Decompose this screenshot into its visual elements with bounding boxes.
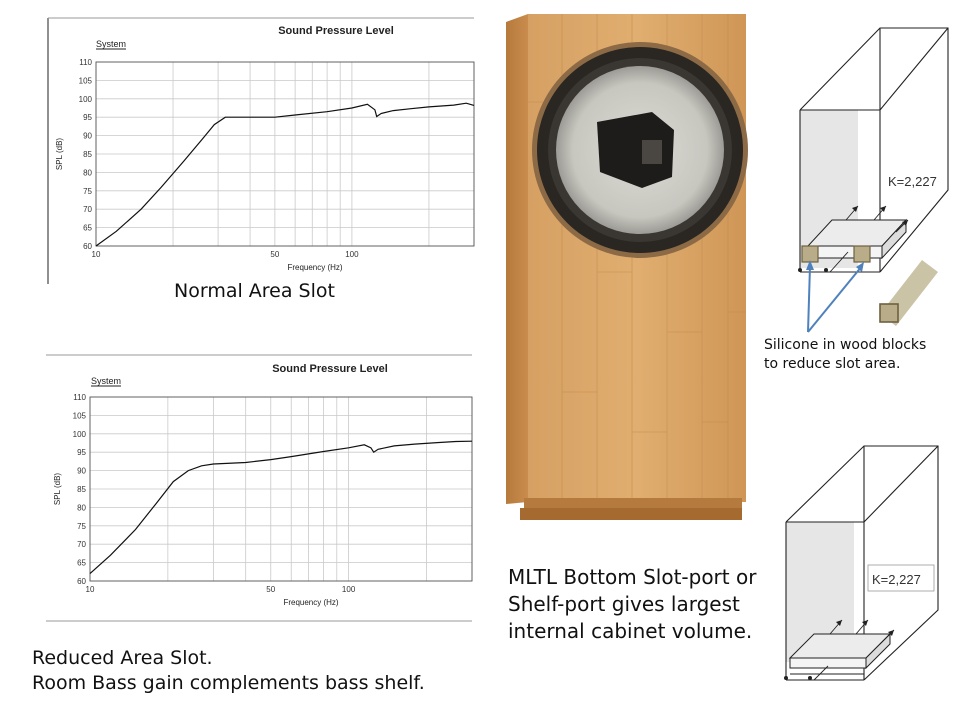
caption-normal-area-slot: Normal Area Slot <box>174 280 335 302</box>
caption-mltl-line-3: internal cabinet volume. <box>508 619 753 643</box>
slot-diagram-top-svg: K=2,227 <box>798 27 949 333</box>
y-tick-label: 65 <box>77 559 86 568</box>
slot-note-line-2: to reduce slot area. <box>764 356 901 372</box>
x-tick-label: 50 <box>270 250 279 259</box>
spl-chart-normal: Sound Pressure Level System 60 65 70 75 80 85… <box>46 14 476 286</box>
y-tick-label: 70 <box>83 205 92 214</box>
caption-reduced-area-slot: Reduced Area Slot. Room Bass gain comple… <box>32 646 425 696</box>
caption-mltl: MLTL Bottom Slot-port or Shelf-port give… <box>508 564 756 645</box>
chart-legend-label: System <box>91 376 121 386</box>
caption-mltl-line-1: MLTL Bottom Slot-port or <box>508 565 757 589</box>
k-value-label: K=2,227 <box>888 174 937 189</box>
y-tick-label: 65 <box>83 224 92 233</box>
x-axis-label: Frequency (Hz) <box>287 263 342 272</box>
x-tick-label: 100 <box>345 250 359 259</box>
y-tick-label: 75 <box>83 187 92 196</box>
plot-frame <box>95 61 475 247</box>
y-tick-label: 85 <box>77 485 86 494</box>
caption-mltl-line-2: Shelf-port gives largest <box>508 592 740 616</box>
speaker-cabinet-illustration <box>506 14 748 520</box>
x-tick-label: 10 <box>86 585 95 594</box>
y-tick-label: 70 <box>77 540 86 549</box>
caption-reduced-line-2: Room Bass gain complements bass shelf. <box>32 672 425 694</box>
slot-note: Silicone in wood blocks to reduce slot a… <box>764 336 926 374</box>
y-tick-label: 105 <box>73 411 87 420</box>
x-tick-label: 100 <box>342 585 356 594</box>
plot-frame <box>89 396 473 582</box>
spl-curve <box>89 440 473 575</box>
spl-chart-reduced: Sound Pressure Level System 60 65 70 75 80 85… <box>44 353 474 623</box>
y-tick-label: 90 <box>83 132 92 141</box>
y-tick-label: 95 <box>77 448 86 457</box>
y-tick-label: 95 <box>83 113 92 122</box>
y-axis-label: SPL (dB) <box>55 138 64 170</box>
caption-reduced-line-1: Reduced Area Slot. <box>32 647 213 669</box>
y-tick-label: 100 <box>73 430 87 439</box>
chart-legend-label: System <box>96 39 126 49</box>
chart-title: Sound Pressure Level <box>272 363 388 375</box>
chart-title: Sound Pressure Level <box>278 25 394 37</box>
slot-diagram-top: K=2,227 <box>770 14 960 334</box>
slot-note-line-1: Silicone in wood blocks <box>764 337 927 353</box>
x-tick-label: 50 <box>266 585 275 594</box>
x-tick-label: 10 <box>92 250 101 259</box>
y-tick-label: 75 <box>77 522 86 531</box>
y-tick-label: 110 <box>79 58 92 67</box>
y-tick-label: 110 <box>73 393 86 402</box>
y-tick-label: 60 <box>77 577 86 586</box>
spl-chart-normal-svg: Sound Pressure Level System 60 65 70 75 80 85… <box>47 17 475 284</box>
y-tick-label: 80 <box>83 168 92 177</box>
shelf-diagram-bottom-svg: K=2,227 <box>784 445 939 681</box>
y-tick-label: 100 <box>79 95 93 104</box>
k-value-label: K=2,227 <box>872 572 921 587</box>
x-axis-label: Frequency (Hz) <box>283 598 338 607</box>
spl-curve <box>95 102 475 247</box>
y-tick-label: 105 <box>79 76 93 85</box>
shelf-diagram-bottom: K=2,227 <box>770 440 950 685</box>
y-axis-label: SPL (dB) <box>53 473 62 505</box>
y-tick-label: 90 <box>77 467 86 476</box>
spl-chart-reduced-svg: Sound Pressure Level System 60 65 70 75 80 85… <box>46 354 473 622</box>
y-tick-label: 85 <box>83 150 92 159</box>
speaker-cabinet-photo <box>502 12 752 524</box>
y-tick-label: 80 <box>77 503 86 512</box>
y-tick-label: 60 <box>83 242 92 251</box>
